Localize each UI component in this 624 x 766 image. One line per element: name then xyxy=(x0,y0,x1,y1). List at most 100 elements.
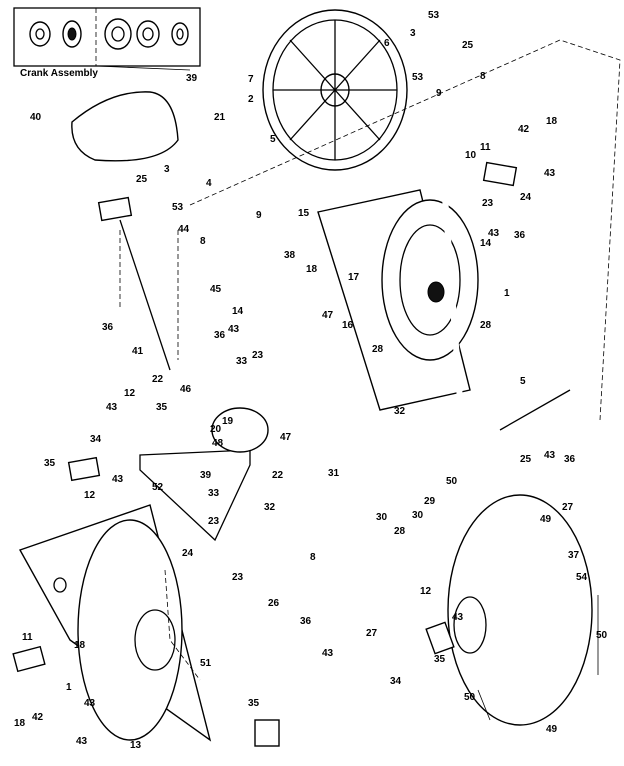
callout-18: 18 xyxy=(546,116,558,127)
callout-53: 53 xyxy=(172,202,184,213)
callout-51: 51 xyxy=(200,658,212,669)
callout-36: 36 xyxy=(214,330,226,341)
callout-44: 44 xyxy=(178,224,190,235)
callout-29: 29 xyxy=(424,496,436,507)
rear-wheel xyxy=(447,494,593,726)
callout-47: 47 xyxy=(322,310,334,321)
callout-20: 20 xyxy=(210,424,222,435)
callout-43: 43 xyxy=(76,736,88,747)
callout-42: 42 xyxy=(32,712,44,723)
callout-23: 23 xyxy=(208,516,220,527)
callout-8: 8 xyxy=(480,71,486,82)
callout-33: 33 xyxy=(208,488,220,499)
callout-37: 37 xyxy=(568,550,580,561)
callout-43: 43 xyxy=(452,612,464,623)
callout-46: 46 xyxy=(180,384,192,395)
callout-54: 54 xyxy=(576,572,588,583)
callout-43: 43 xyxy=(112,474,124,485)
callout-14: 14 xyxy=(480,238,492,249)
callout-12: 12 xyxy=(420,586,432,597)
callout-47: 47 xyxy=(280,432,292,443)
crank-bearing-4 xyxy=(136,20,160,48)
callout-36: 36 xyxy=(102,322,114,333)
callout-32: 32 xyxy=(264,502,276,513)
callout-30: 30 xyxy=(376,512,388,523)
callout-41: 41 xyxy=(132,346,144,357)
guide-lines xyxy=(189,39,621,421)
crank-assembly-number: 39 xyxy=(186,73,198,84)
frame xyxy=(67,107,571,718)
callout-25: 25 xyxy=(462,40,474,51)
callout-1: 1 xyxy=(66,682,72,693)
callout-2: 2 xyxy=(248,94,254,105)
crank-bearing-3 xyxy=(104,18,132,50)
inset-caption: Crank Assembly xyxy=(20,68,98,79)
callout-11: 11 xyxy=(480,142,491,153)
callout-42: 42 xyxy=(518,124,530,135)
callout-10: 10 xyxy=(465,150,477,161)
callout-23: 23 xyxy=(232,572,244,583)
callout-50: 50 xyxy=(464,692,476,703)
callout-43: 43 xyxy=(544,168,556,179)
callout-35: 35 xyxy=(156,402,168,413)
callout-49: 49 xyxy=(546,724,558,735)
callout-3: 3 xyxy=(164,164,170,175)
callout-14: 14 xyxy=(232,306,244,317)
callout-22: 22 xyxy=(272,470,284,481)
callout-49: 49 xyxy=(540,514,552,525)
callout-12: 12 xyxy=(124,388,136,399)
footrests xyxy=(12,161,518,747)
callout-31: 31 xyxy=(328,468,340,479)
callout-30: 30 xyxy=(412,510,424,521)
callout-24: 24 xyxy=(182,548,194,559)
callout-28: 28 xyxy=(372,344,384,355)
callout-9: 9 xyxy=(256,210,262,221)
seat xyxy=(71,91,179,222)
callout-23: 23 xyxy=(482,198,494,209)
callout-8: 8 xyxy=(200,236,206,247)
callout-35: 35 xyxy=(434,654,446,665)
callout-36: 36 xyxy=(514,230,526,241)
callout-9: 9 xyxy=(436,88,442,99)
callout-43: 43 xyxy=(106,402,118,413)
callout-11: 11 xyxy=(22,632,33,643)
callout-43: 43 xyxy=(84,698,96,709)
flywheel xyxy=(262,9,408,171)
callout-3: 3 xyxy=(410,28,416,39)
callout-53: 53 xyxy=(428,10,440,21)
callout-48: 48 xyxy=(212,438,224,449)
callout-25: 25 xyxy=(136,174,148,185)
callout-8: 8 xyxy=(310,552,316,563)
callout-43: 43 xyxy=(488,228,500,239)
callout-33: 33 xyxy=(236,356,248,367)
callout-35: 35 xyxy=(44,458,56,469)
crank-assembly-inset: Crank Assembly xyxy=(13,7,201,79)
callout-38: 38 xyxy=(284,250,296,261)
callout-22: 22 xyxy=(152,374,164,385)
callout-43: 43 xyxy=(228,324,240,335)
callout-17: 17 xyxy=(348,272,360,283)
callout-21: 21 xyxy=(214,112,226,123)
callout-35: 35 xyxy=(248,698,260,709)
callout-39: 39 xyxy=(200,470,212,481)
callout-34: 34 xyxy=(90,434,102,445)
callout-5: 5 xyxy=(520,376,526,387)
callout-52: 52 xyxy=(152,482,164,493)
callout-19: 19 xyxy=(222,416,234,427)
callout-53: 53 xyxy=(412,72,424,83)
callout-18: 18 xyxy=(306,264,318,275)
callout-25: 25 xyxy=(520,454,532,465)
crank-bearing-5 xyxy=(171,22,189,46)
callout-36: 36 xyxy=(300,616,312,627)
callout-18: 18 xyxy=(74,640,86,651)
callout-15: 15 xyxy=(298,208,310,219)
callout-50: 50 xyxy=(446,476,458,487)
callout-34: 34 xyxy=(390,676,402,687)
callout-28: 28 xyxy=(480,320,492,331)
callout-13: 13 xyxy=(130,740,142,751)
callout-43: 43 xyxy=(544,450,556,461)
callout-50: 50 xyxy=(596,630,608,641)
callout-5: 5 xyxy=(270,134,276,145)
inset-frame xyxy=(13,7,201,67)
